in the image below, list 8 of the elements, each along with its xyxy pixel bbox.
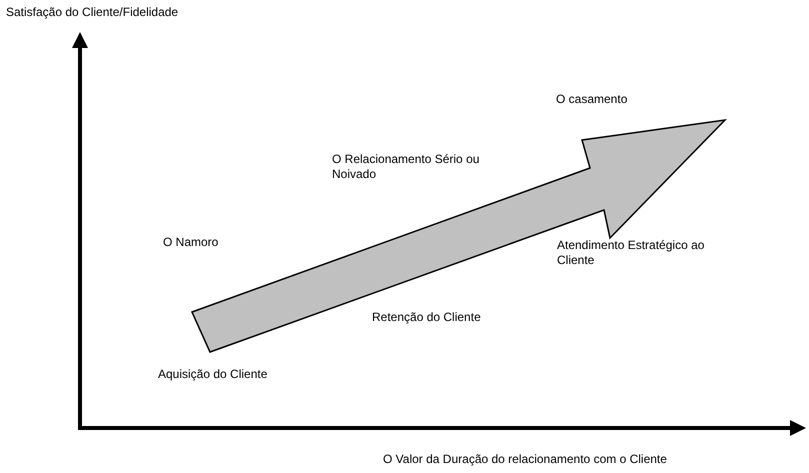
stage-label: Aquisição do Cliente [158,367,268,382]
axis-title: O Valor da Duração do relacionamento com o Cliente [383,452,667,467]
stage-label: Retenção do Cliente [372,310,481,325]
axis-title: Satisfação do Cliente/Fidelidade [6,5,178,20]
stage-label: O Namoro [163,235,218,250]
stage-label: O Relacionamento Sério ou Noivado [332,152,480,182]
stage-label: Atendimento Estratégico ao Cliente [557,238,706,268]
stage-label: O casamento [556,92,628,107]
